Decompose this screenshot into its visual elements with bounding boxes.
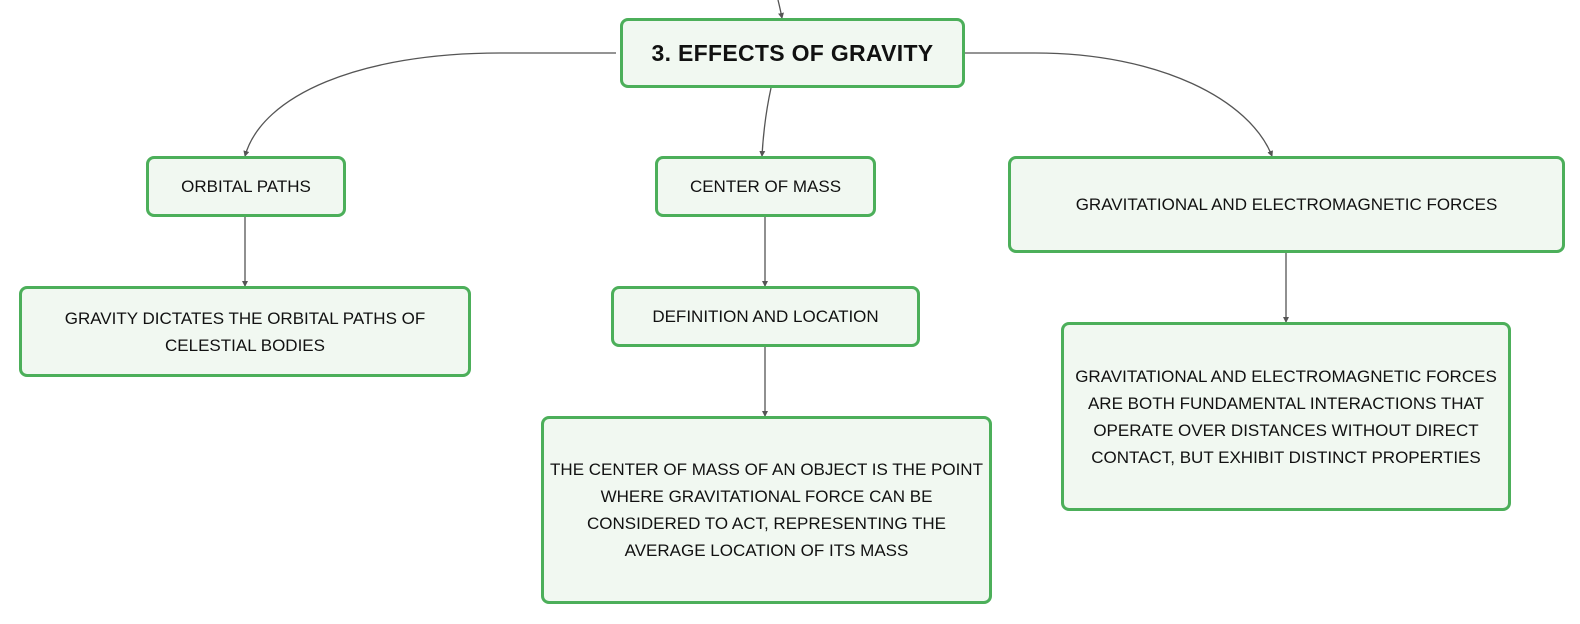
orbital-paths-detail-label: GRAVITY DICTATES THE ORBITAL PATHS OF CE… [64,308,426,355]
grav-em-detail-node[interactable]: GRAVITATIONAL AND ELECTROMAGNETIC FORCES… [1061,322,1511,511]
definition-location-node[interactable]: DEFINITION AND LOCATION [611,286,920,347]
grav-em-forces-label: GRAVITATIONAL AND ELECTROMAGNETIC FORCES [1075,195,1498,214]
edge-root-to-center-of-mass [759,87,772,157]
orbital-paths-detail-node[interactable]: GRAVITY DICTATES THE ORBITAL PATHS OF CE… [19,286,471,377]
root-node-label: 3. EFFECTS OF GRAVITY [651,39,934,66]
definition-location-label: DEFINITION AND LOCATION [652,307,879,326]
center-of-mass-label: CENTER OF MASS [689,177,842,196]
edge-parent-to-root [777,0,784,19]
orbital-paths-node[interactable]: ORBITAL PATHS [146,156,346,217]
edge-root-to-orbital-paths [243,52,616,157]
orbital-paths-label: ORBITAL PATHS [181,177,311,196]
grav-em-detail-label: GRAVITATIONAL AND ELECTROMAGNETIC FORCES… [1075,366,1497,467]
center-of-mass-node[interactable]: CENTER OF MASS [655,156,876,217]
edge-root-to-grav-em-forces [958,52,1273,157]
root-node[interactable]: 3. EFFECTS OF GRAVITY [620,18,965,88]
grav-em-forces-node[interactable]: GRAVITATIONAL AND ELECTROMAGNETIC FORCES [1008,156,1565,253]
center-of-mass-detail-label: THE CENTER OF MASS OF AN OBJECT IS THE P… [550,460,983,560]
center-of-mass-detail-node[interactable]: THE CENTER OF MASS OF AN OBJECT IS THE P… [541,416,992,604]
